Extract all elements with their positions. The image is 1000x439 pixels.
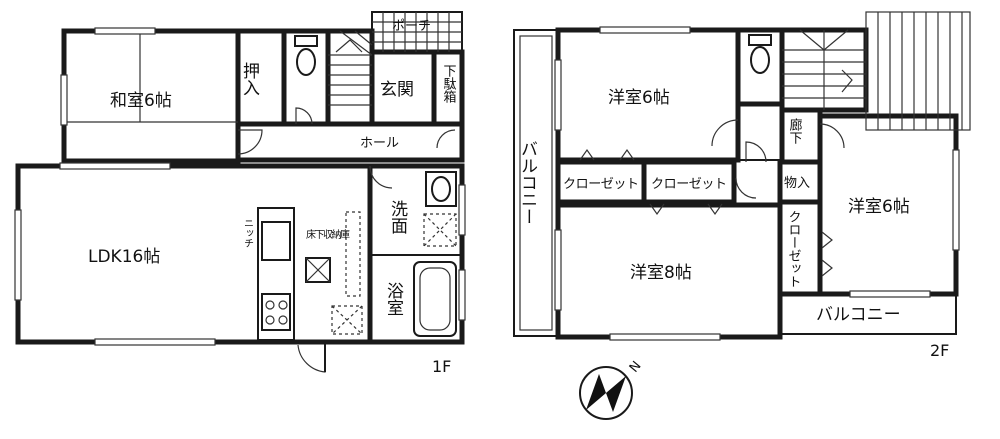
toilet-1f-icon [294, 35, 318, 76]
room-washroom: 洗面 [387, 200, 408, 234]
roof-deck [865, 11, 971, 131]
room-genkan: 玄関 [380, 80, 414, 100]
stairs-1f [328, 30, 373, 106]
compass-north: N [627, 359, 645, 376]
toilet-1f-walls [281, 28, 331, 127]
room-western-b: 洋室8帖 [630, 263, 692, 283]
room-porch: ポーチ [392, 19, 431, 34]
room-storage: 物入 [784, 176, 810, 191]
room-closet-1: クローゼット [563, 177, 639, 192]
stairs-2f [782, 29, 866, 110]
washroom-fixtures [423, 171, 457, 247]
room-balcony-west: バルコニー [517, 140, 537, 225]
toilet-2f-icon [748, 34, 772, 74]
room-western-c: 洋室6帖 [848, 197, 910, 217]
room-closet-2: クローゼット [651, 177, 727, 192]
room-balcony-south: バルコニー [816, 305, 901, 325]
closet-door-marks [579, 148, 833, 277]
ldk-walls [15, 163, 373, 345]
room-niche: ニッチ [242, 218, 253, 248]
room-oshiire: 押入 [239, 62, 260, 96]
floor-label-2f: 2F [930, 341, 949, 360]
room-bath: 浴室 [383, 282, 404, 316]
room-washitsu: 和室6帖 [110, 91, 172, 111]
closet-2-walls [641, 159, 737, 205]
underfloor-hatch [305, 211, 363, 335]
hall-walls [235, 121, 465, 163]
stair-1f-walls [325, 28, 375, 127]
room-hall: ホール [360, 136, 399, 151]
room-corridor: 廊下 [787, 117, 803, 144]
room-ldk: LDK16帖 [88, 247, 160, 267]
toilet-2f-walls [735, 27, 785, 107]
room-closet-3: クローゼット [786, 210, 802, 288]
kitchen-counter [257, 207, 295, 341]
room-underfloor: 床下収納庫 [306, 228, 350, 241]
floor-2-plan [513, 11, 971, 341]
bathtub [413, 261, 457, 337]
porch-tiles [372, 12, 462, 52]
compass-icon: N [579, 359, 645, 420]
floor-label-1f: 1F [432, 357, 451, 376]
room-western-a: 洋室6帖 [608, 88, 670, 108]
room-getabako: 下駄箱 [441, 64, 457, 103]
floor-1-plan [14, 11, 466, 373]
